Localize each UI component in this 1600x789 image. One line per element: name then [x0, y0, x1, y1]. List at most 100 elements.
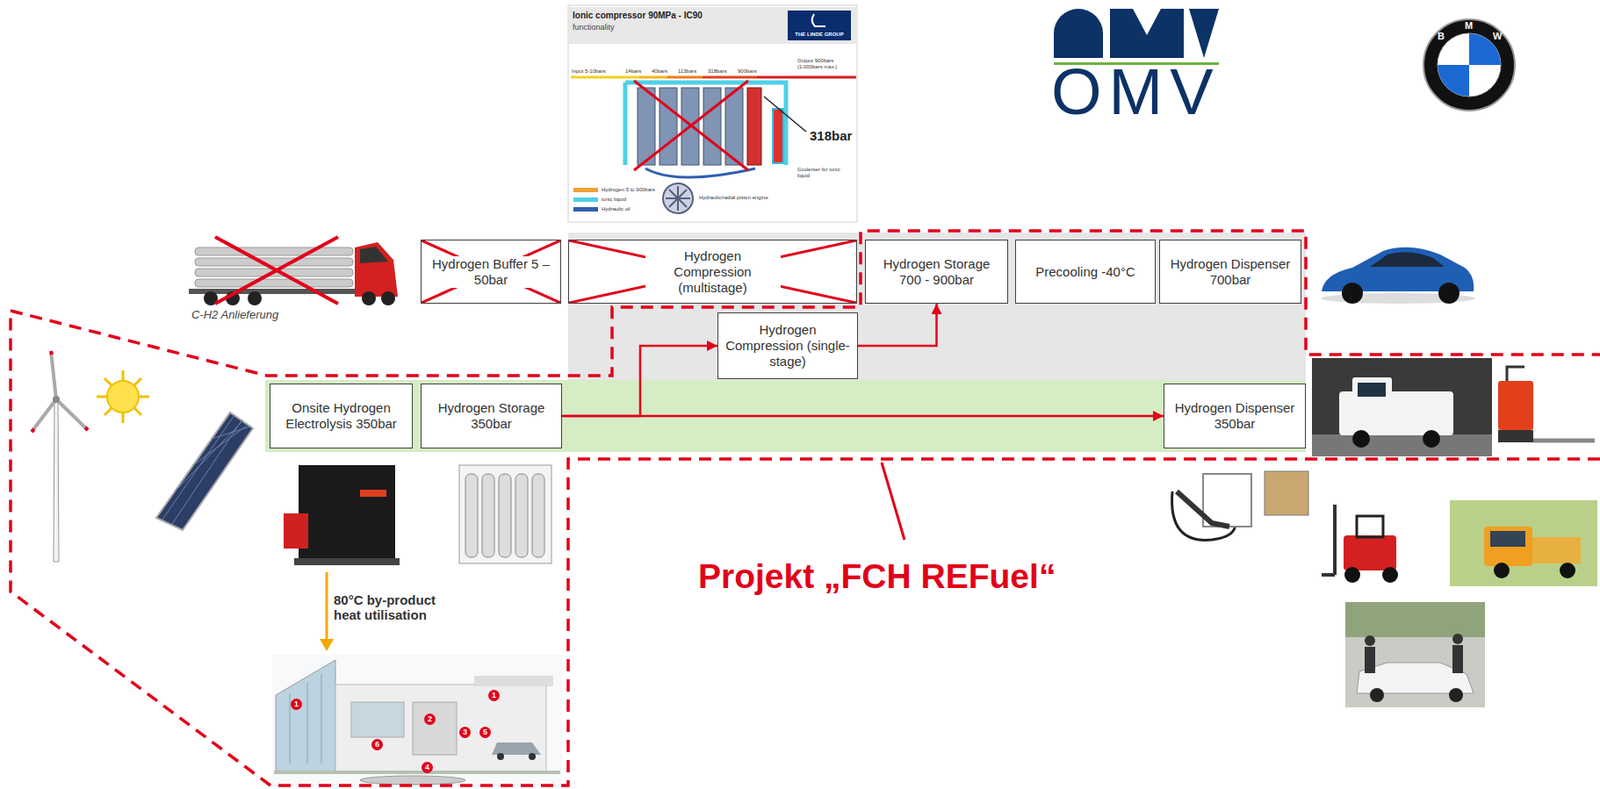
- logo-letter: M: [1464, 20, 1473, 32]
- building-illustration-part: [289, 674, 322, 764]
- background-bands-part: [265, 380, 1306, 453]
- building-illustration-part: [474, 676, 554, 687]
- background-bands: [265, 232, 1306, 453]
- utility-vehicle-photo-part: [1311, 434, 1492, 457]
- company-logo: OMV: [1051, 59, 1221, 125]
- storage-rack-part: [515, 474, 528, 558]
- building-illustration-part: [491, 742, 541, 756]
- building-illustration: [272, 655, 563, 787]
- utility-vehicle-photo-part: [1352, 430, 1370, 448]
- box-label: Precooling -40°C: [1035, 264, 1136, 281]
- utility-vehicle-photo-part: [1422, 430, 1441, 448]
- callout-number: 1: [290, 699, 303, 711]
- legend-text: Hydraulic oil: [601, 206, 631, 213]
- legend-text: ionic liquid: [601, 196, 627, 203]
- box-label: Hydrogen Compression (single-stage): [721, 322, 854, 370]
- heat-arrow-part: [325, 572, 329, 642]
- forklift-part: [1343, 535, 1397, 571]
- pressure-label: 113bars: [677, 68, 697, 75]
- dispenser-nozzle: [1172, 471, 1309, 541]
- linde-compressor-figure-part: [787, 10, 851, 41]
- pressure-label: 40bars: [651, 68, 668, 75]
- car-photo-part: [1345, 602, 1485, 708]
- dispenser-nozzle-part: [1176, 491, 1230, 527]
- pallet-truck-part: [1533, 439, 1595, 444]
- flow-arrow: [857, 303, 937, 346]
- utility-vehicle-photo-part: [1357, 382, 1386, 397]
- pallet-truck: [1498, 367, 1595, 443]
- building-illustration-part: [497, 753, 505, 761]
- flow-arrow: [562, 345, 718, 417]
- truck-illustration-part: [194, 247, 354, 256]
- building-illustration-part: [335, 684, 547, 773]
- building-illustration-part: [273, 771, 561, 775]
- electrolyser-part: [283, 513, 309, 549]
- heat-note: 80°C by-product heat utilisation: [333, 592, 457, 624]
- linde-compressor-figure-part: [703, 87, 721, 166]
- truck-illustration-part: [194, 279, 354, 288]
- storage-rack-part: [459, 465, 552, 564]
- car-photo-part: [1364, 647, 1376, 674]
- building-illustration-part: [360, 776, 466, 786]
- box-label: Onsite Hydrogen Electrolysis 350bar: [275, 400, 408, 433]
- pressure-label: 900bars: [737, 68, 757, 75]
- building-illustration-part: [275, 660, 336, 773]
- omv-logo-part: [1053, 8, 1103, 58]
- omv-logo: [1053, 8, 1219, 65]
- linde-compressor-figure-part: [812, 14, 826, 27]
- box-label: Hydrogen Storage 700 - 900bar: [871, 256, 1003, 289]
- sun-symbol-part: [96, 370, 150, 424]
- process-box: Precooling -40°C: [1015, 239, 1156, 304]
- linde-compressor-figure-part: [573, 197, 599, 202]
- small-truck-photo-part: [1449, 500, 1598, 587]
- pressure-callout: 318bar: [809, 128, 852, 144]
- figure-subtitle: functionality: [572, 22, 615, 32]
- process-box: Hydrogen Storage 700 - 900bar: [864, 239, 1009, 304]
- fuel-cell-car-part: [1438, 282, 1460, 304]
- process-box: Hydrogen Dispenser 700bar: [1159, 239, 1302, 304]
- truck-illustration-part: [354, 242, 398, 297]
- building-illustration-part: [351, 702, 404, 738]
- fuel-cell-car-part: [1369, 252, 1445, 267]
- project-boundary: [10, 230, 1600, 786]
- linde-compressor-figure-part: [663, 183, 693, 214]
- linde-compressor-figure-part: [645, 168, 756, 178]
- omv-logo-part: [1189, 8, 1219, 58]
- electrolyser: [283, 465, 400, 566]
- truck-illustration-part: [247, 291, 262, 306]
- linde-compressor-figure-part: [639, 76, 668, 80]
- utility-vehicle-photo-part: [1311, 358, 1492, 457]
- electrolyser-part: [360, 490, 387, 498]
- small-truck-photo: [1449, 500, 1598, 587]
- company-logo-text: THE LINDE GROUP: [789, 31, 850, 38]
- car-photo-part: [1452, 634, 1464, 645]
- callout-number: 1: [488, 690, 500, 702]
- small-truck-photo-part: [1490, 531, 1526, 548]
- bmw-logo-part: [1423, 19, 1515, 111]
- forklift-part: [1321, 504, 1335, 576]
- linde-compressor-figure-part: [569, 7, 857, 44]
- linde-compressor-figure-part: [623, 82, 628, 166]
- storage-rack-part: [498, 474, 512, 558]
- linde-compressor-figure-part: [667, 76, 703, 80]
- linde-compressor-figure-part: [763, 96, 807, 132]
- car-photo-part: [1369, 688, 1384, 703]
- solar-panel: [156, 412, 253, 531]
- pressure-label: 14bars: [625, 68, 642, 75]
- linde-compressor-figure: [568, 5, 858, 223]
- crossed-process-box: Hydrogen Buffer 5 – 50bar: [420, 239, 562, 304]
- box-label: Hydrogen Dispenser 350bar: [1168, 400, 1301, 433]
- small-truck-photo-part: [1559, 562, 1576, 579]
- linde-compressor-figure-part: [634, 80, 749, 171]
- small-truck-photo-part: [1484, 526, 1533, 567]
- truck-illustration-part: [381, 291, 396, 306]
- pressure-label: Input 5-10bars: [571, 68, 606, 75]
- linde-compressor-figure-part: [625, 82, 786, 166]
- truck-illustration-part: [360, 246, 389, 264]
- car-photo-part: [1364, 635, 1376, 647]
- storage-rack: [459, 465, 552, 564]
- linde-compressor-figure-part: [659, 87, 678, 166]
- linde-compressor-figure-part: [747, 87, 762, 166]
